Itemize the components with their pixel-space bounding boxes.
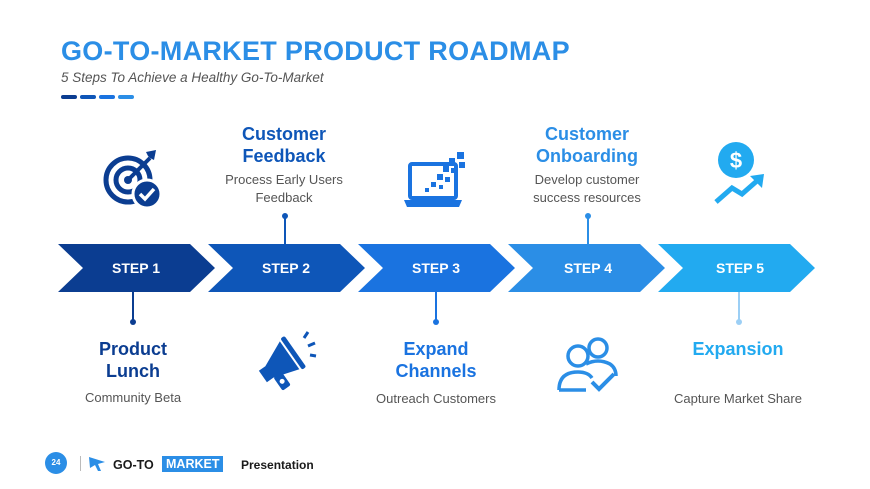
step-2-title: Customer Feedback xyxy=(241,124,326,166)
step-2-connector-dot xyxy=(282,213,288,219)
title-underline-dash xyxy=(99,95,115,99)
page-title: GO-TO-MARKET PRODUCT ROADMAP xyxy=(61,36,570,66)
dollar-growth-icon: $ xyxy=(714,142,764,204)
step-2-description: Process Early Users Feedback xyxy=(225,172,343,205)
step-4-chevron xyxy=(508,244,665,292)
title-underline-dash xyxy=(61,95,77,99)
footer-divider xyxy=(80,456,81,471)
cursor-icon xyxy=(89,457,105,471)
step-3-connector xyxy=(435,292,437,322)
step-4-connector-dot xyxy=(585,213,591,219)
step-3-connector-dot xyxy=(433,319,439,325)
title-underline-dash xyxy=(118,95,134,99)
step-2-label: STEP 2 xyxy=(262,260,310,276)
step-4-title: Customer Onboarding xyxy=(536,124,638,166)
step-1-connector-dot xyxy=(130,319,136,325)
step-5-chevron xyxy=(658,244,815,292)
step-3-description: Outreach Customers xyxy=(376,391,496,406)
svg-text:$: $ xyxy=(730,148,742,173)
step-1-chevron xyxy=(58,244,215,292)
megaphone-icon xyxy=(258,331,317,390)
step-3-label: STEP 3 xyxy=(412,260,460,276)
target-check-icon xyxy=(103,150,163,210)
step-3-chevron xyxy=(358,244,515,292)
step-4-description: Develop customer success resources xyxy=(533,172,641,205)
step-5-title: Expansion xyxy=(692,339,784,359)
step-5-label: STEP 5 xyxy=(716,260,764,276)
step-4-connector xyxy=(587,216,589,244)
step-5-connector-dot xyxy=(736,319,742,325)
laptop-pixels-icon xyxy=(404,152,465,207)
step-2-connector xyxy=(284,216,286,244)
title-underline-dash xyxy=(80,95,96,99)
footer-presentation-label: Presentation xyxy=(241,458,314,472)
step-2-chevron xyxy=(208,244,365,292)
footer-brand-goto: GO-TO xyxy=(113,458,154,472)
step-3-title: Expand Channels xyxy=(395,339,477,381)
step-5-description: Capture Market Share xyxy=(674,391,802,406)
page-number-badge: 24 xyxy=(45,452,67,474)
page-subtitle: 5 Steps To Achieve a Healthy Go-To-Marke… xyxy=(61,70,324,85)
footer-brand-market: MARKET xyxy=(162,456,224,472)
step-1-label: STEP 1 xyxy=(112,260,160,276)
step-1-title: Product Lunch xyxy=(98,339,167,381)
step-1-description: Community Beta xyxy=(84,390,182,405)
step-1-connector xyxy=(132,292,134,322)
users-check-icon xyxy=(557,337,618,392)
step-4-label: STEP 4 xyxy=(564,260,612,276)
step-5-connector xyxy=(738,292,740,322)
